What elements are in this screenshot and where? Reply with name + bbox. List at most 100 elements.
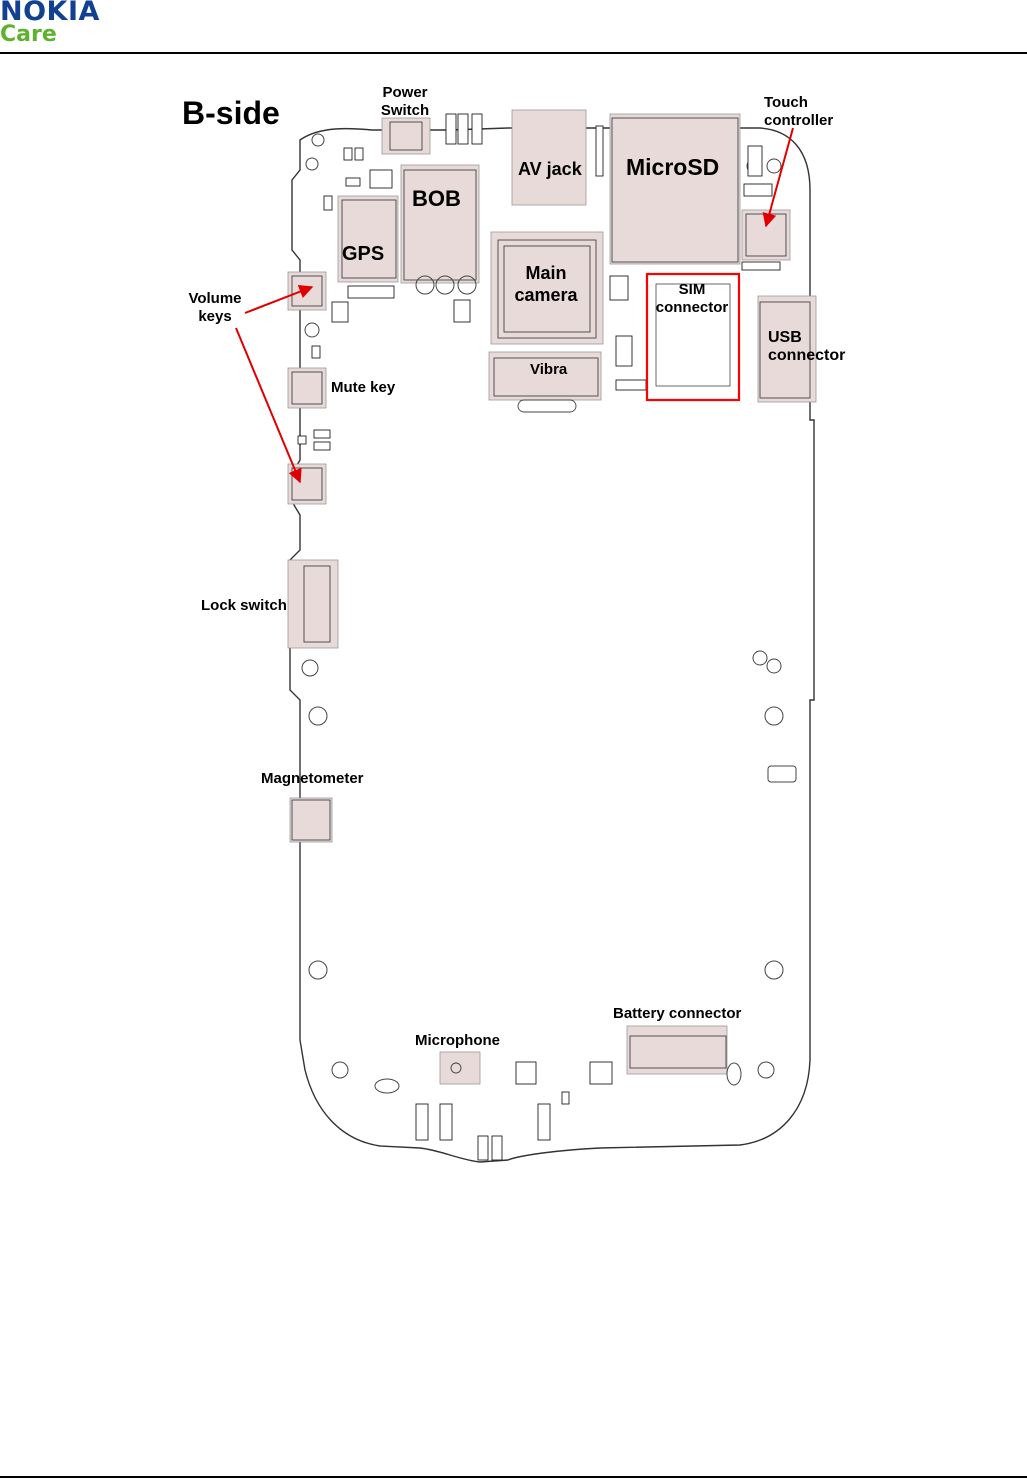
vibra-slot <box>517 399 577 413</box>
smd-part <box>747 145 763 177</box>
magnetometer-chip <box>291 799 331 841</box>
mounting-hole <box>308 960 328 980</box>
power-switch-component <box>381 117 431 155</box>
microsd-label: MicroSD <box>626 154 719 180</box>
mounting-hole <box>764 706 784 726</box>
mute-key-label: Mute key <box>331 379 396 396</box>
mounting-hole <box>757 1061 775 1079</box>
touch-controller-label-line1: Touch <box>764 94 808 111</box>
smd-part <box>609 275 629 301</box>
mounting-hole <box>305 157 319 171</box>
vibra-label: Vibra <box>530 361 568 378</box>
smd-part <box>331 301 349 323</box>
smd-part <box>347 285 395 299</box>
main-camera-label-line2: camera <box>514 285 578 305</box>
mounting-slot <box>374 1078 400 1094</box>
smd-part <box>439 1103 453 1141</box>
microphone-component <box>439 1051 481 1085</box>
nokia-wordmark: NOKIA <box>0 0 100 27</box>
main-camera-component <box>490 231 604 345</box>
mounting-hole <box>457 275 477 295</box>
microsd-component <box>609 113 741 265</box>
smd-part <box>615 379 647 391</box>
gps-component <box>337 195 399 283</box>
smd-part <box>589 1061 613 1085</box>
volume-key-lower-component <box>287 463 327 505</box>
mute-key-body <box>291 371 323 405</box>
bob-component <box>400 164 480 284</box>
camera-inner <box>503 245 591 333</box>
smd-part <box>741 261 781 271</box>
header-rule <box>0 52 1027 54</box>
sim-holder <box>655 283 731 387</box>
smd-part <box>515 1061 537 1085</box>
microsd-holder <box>611 117 739 263</box>
volume-key-lower-body <box>291 467 323 501</box>
bob-label: BOB <box>412 186 461 211</box>
smd-part <box>453 299 471 323</box>
usb-connector-label-line2: connector <box>768 347 845 364</box>
smd-part <box>415 1103 429 1141</box>
mounting-hole <box>764 960 784 980</box>
volume-key-upper-body <box>291 275 323 307</box>
volume-keys-label-line1: Volume <box>188 290 241 307</box>
sim-connector-label-line1: SIM <box>679 281 706 298</box>
volume-arrow-upper <box>244 285 314 314</box>
camera-frame <box>497 239 597 339</box>
power-switch-label-line1: Power <box>382 84 427 101</box>
smd-part <box>743 183 773 197</box>
lock-switch-component <box>287 559 339 649</box>
mounting-hole <box>766 158 782 174</box>
microphone-label: Microphone <box>415 1032 500 1049</box>
smd-part <box>323 195 333 211</box>
touch-controller-component <box>741 209 791 261</box>
smd-part <box>311 345 321 359</box>
smd-part <box>354 147 364 161</box>
battery-connector-body <box>629 1035 727 1069</box>
mounting-hole <box>415 275 435 295</box>
smd-part <box>491 1135 503 1161</box>
main-camera-label-line1: Main <box>525 263 566 283</box>
mounting-hole <box>301 659 319 677</box>
smd-part <box>537 1103 551 1141</box>
av-jack-label: AV jack <box>518 159 583 179</box>
test-pad <box>767 765 797 783</box>
smd-part <box>477 1135 489 1161</box>
touch-controller-arrow <box>762 127 794 228</box>
care-wordmark: Care <box>0 22 57 47</box>
volume-keys-label-line2: keys <box>198 308 231 325</box>
smd-part <box>369 169 393 189</box>
nokia-care-logo: NOKIA Care <box>0 0 140 52</box>
av-jack-component <box>511 109 587 206</box>
mounting-hole <box>331 1061 349 1079</box>
power-switch-label-line2: Switch <box>381 102 429 119</box>
usb-connector-component <box>757 295 817 403</box>
footer-rule <box>0 1476 1027 1478</box>
smd-part <box>615 335 633 367</box>
mounting-hole <box>311 133 325 147</box>
smd-part <box>297 435 307 445</box>
smd-part <box>445 113 457 145</box>
smd-part <box>595 125 604 177</box>
lock-switch-body <box>303 565 331 643</box>
smd-part <box>343 147 353 161</box>
smd-part <box>561 1091 570 1105</box>
volume-arrow-lower <box>235 327 302 484</box>
magnetometer-label: Magnetometer <box>261 770 364 787</box>
microphone-port <box>450 1062 462 1074</box>
magnetometer-component <box>289 797 333 843</box>
mounting-hole <box>752 650 768 666</box>
lock-switch-label: Lock switch <box>201 597 287 614</box>
smd-part <box>313 429 331 439</box>
mounting-slot <box>726 1062 742 1086</box>
usb-connector-body <box>759 301 811 399</box>
smd-part <box>313 441 331 451</box>
power-switch-body <box>389 121 423 151</box>
usb-connector-label-line1: USB <box>768 329 802 346</box>
mounting-hole <box>308 706 328 726</box>
mounting-hole <box>304 322 320 338</box>
mounting-hole <box>435 275 455 295</box>
board-outline <box>289 127 815 1163</box>
smd-part <box>457 113 469 145</box>
